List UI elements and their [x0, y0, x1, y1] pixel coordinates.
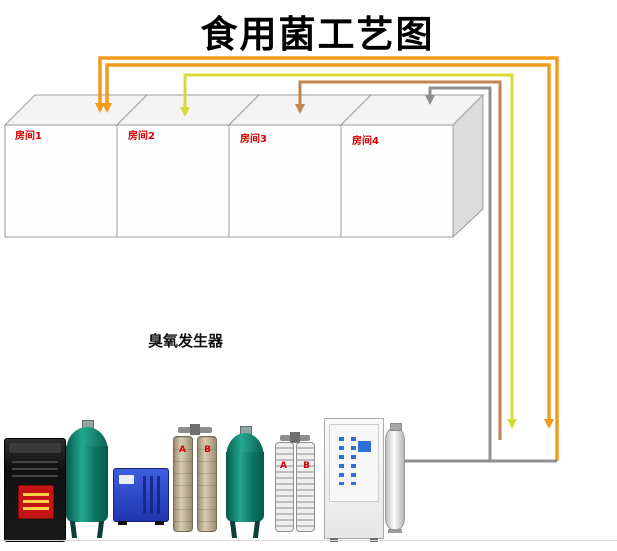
arrow-room4-gray [425, 95, 435, 105]
refrigerated-dryer [113, 468, 169, 525]
compressor-vent [12, 461, 58, 463]
cylinder-cap [390, 423, 402, 431]
pipe-yellow [183, 73, 514, 426]
cabinet-display [358, 441, 371, 452]
tower-column-a [275, 442, 294, 532]
sticker-text-line [23, 507, 49, 510]
pipe-arrows [95, 95, 554, 429]
cylinder-base [388, 529, 402, 533]
indicator-led-column [351, 437, 356, 485]
tank-leg [229, 521, 238, 538]
room-2-front [116, 124, 230, 238]
ozone-generator-label: 臭氧发生器 [148, 332, 224, 350]
room-boxes [3, 93, 485, 239]
room-1-front [4, 124, 118, 238]
dryer-grille [143, 476, 163, 514]
tower2-letter-b: B [303, 461, 310, 471]
sticker-text-line [23, 500, 49, 503]
tower-column-a [173, 436, 193, 532]
tower2-letter-a: A [280, 461, 287, 471]
adsorption-dryer-towers-1: A B [170, 424, 220, 537]
tank-body [66, 446, 108, 522]
arrow-room2-yellow [180, 107, 190, 117]
indicator-led-column [339, 437, 344, 485]
room-2-label: 房间2 [128, 131, 155, 142]
arrow-room1-orange-2 [102, 103, 112, 113]
room-4-front [340, 124, 454, 238]
tower-manifold-valve [290, 432, 300, 443]
sticker-text-line [23, 493, 49, 496]
arrow-room1-orange [95, 103, 105, 113]
arrow-down-yellow-return [507, 419, 517, 429]
air-compressor [4, 438, 66, 542]
ozone-generator-cabinet [324, 418, 384, 542]
air-storage-tank-1 [64, 420, 110, 538]
pipe-orange-inner [105, 63, 551, 426]
tank-leg [69, 521, 78, 538]
contact-column-cylinder [385, 423, 405, 533]
room-4-label: 房间4 [352, 136, 379, 147]
tank-leg [252, 521, 261, 538]
dryer-foot [118, 521, 127, 525]
tower1-letter-b: B [204, 445, 211, 455]
tower-column-b [197, 436, 217, 532]
dryer-badge [119, 475, 134, 484]
tower1-letter-a: A [179, 445, 186, 455]
room-3-label: 房间3 [240, 134, 267, 145]
room-1-label: 房间1 [15, 131, 42, 142]
room-4-side [452, 93, 484, 239]
compressor-vent [12, 475, 58, 477]
tank-body [226, 452, 264, 522]
tower-manifold-valve [190, 424, 200, 435]
room-3-front [228, 124, 342, 238]
compressor-top-panel [9, 443, 61, 453]
pipe-orange-outer [98, 56, 559, 461]
air-storage-tank-2 [224, 426, 266, 538]
cabinet-control-panel [329, 424, 379, 502]
floor-line [0, 540, 617, 541]
arrow-down-orange-return [544, 419, 554, 429]
compressor-vent [12, 468, 58, 470]
compressor-brand-sticker [18, 485, 54, 519]
adsorption-dryer-towers-2: A B [272, 432, 318, 537]
arrow-room3-brown [295, 104, 305, 114]
diagram-title: 食用菌工艺图 [200, 12, 435, 56]
tank-leg [96, 521, 105, 538]
pipe-brown [298, 80, 502, 440]
dryer-foot [155, 521, 164, 525]
tower-column-b [296, 442, 315, 532]
